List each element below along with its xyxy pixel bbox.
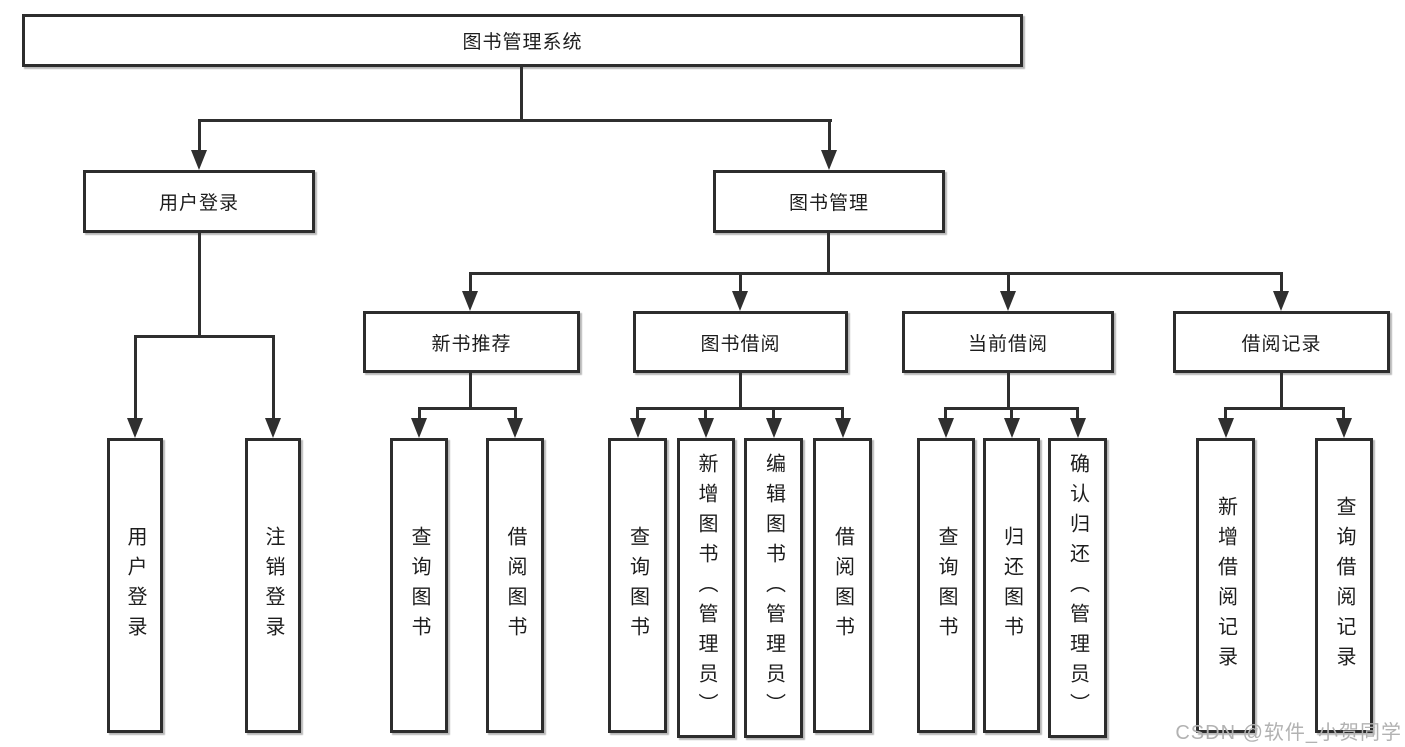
connector-line (1010, 407, 1013, 422)
leaf-recommend-query-book-label: 查询图书 (408, 525, 430, 646)
node-book-borrow: 图书借阅 (633, 311, 848, 373)
connector-line (1342, 407, 1345, 422)
leaf-user-login-label: 用户登录 (124, 525, 146, 646)
arrowhead-down-icon (821, 150, 837, 170)
leaf-confirm-return-admin: 确认归还（管理员） (1048, 438, 1107, 738)
leaf-borrow-book-label: 借阅图书 (831, 525, 854, 646)
connector-line (1224, 407, 1345, 410)
leaf-return-book-label: 归还图书 (1000, 525, 1023, 646)
leaf-current-query-book: 查询图书 (917, 438, 975, 733)
connector-to-user-login (198, 119, 201, 153)
leaf-add-borrow-record: 新增借阅记录 (1196, 438, 1255, 733)
leaf-add-book-admin: 新增图书（管理员） (677, 438, 735, 738)
leaf-query-borrow-record-label: 查询借阅记录 (1333, 495, 1355, 676)
connector-line (134, 335, 137, 423)
arrowhead-down-icon (507, 418, 523, 438)
connector-line (1076, 407, 1079, 422)
arrowhead-down-icon (766, 418, 782, 438)
node-user-login: 用户登录 (83, 170, 315, 233)
leaf-logout-label: 注销登录 (262, 525, 284, 646)
node-borrow-records-label: 借阅记录 (1241, 333, 1322, 355)
connector-root-stem (520, 67, 523, 119)
connector-line (636, 407, 639, 422)
arrowhead-down-icon (1336, 418, 1352, 438)
connector-line (1280, 373, 1283, 407)
connector-line (272, 335, 275, 423)
connector-line (1280, 272, 1283, 296)
leaf-return-book: 归还图书 (983, 438, 1040, 733)
node-book-management: 图书管理 (713, 170, 945, 233)
node-current-borrow-label: 当前借阅 (967, 333, 1048, 355)
node-new-book-recommend: 新书推荐 (363, 311, 580, 373)
arrowhead-down-icon (265, 418, 281, 438)
arrowhead-down-icon (127, 418, 143, 438)
arrowhead-down-icon (1273, 291, 1289, 311)
arrowhead-down-icon (698, 418, 714, 438)
node-user-login-label: 用户登录 (158, 193, 239, 214)
connector-line (469, 272, 472, 296)
connector-line (841, 407, 844, 422)
watermark-text: CSDN @软件_小贺同学 (1175, 722, 1402, 744)
connector-line (1224, 407, 1227, 422)
leaf-current-query-book-label: 查询图书 (935, 525, 957, 646)
connector-line (944, 407, 947, 422)
arrowhead-down-icon (1000, 291, 1016, 311)
connector-line (704, 407, 707, 422)
connector-line (739, 272, 742, 296)
node-new-book-recommend-label: 新书推荐 (431, 333, 512, 355)
connector-user-login-branch (134, 335, 275, 338)
connector-line (636, 407, 844, 410)
arrowhead-down-icon (1070, 418, 1086, 438)
connector-book-management-stem (827, 233, 830, 272)
connector-line (1007, 272, 1010, 296)
leaf-logout: 注销登录 (245, 438, 301, 733)
node-borrow-records: 借阅记录 (1173, 311, 1390, 373)
node-root-label: 图书管理系统 (462, 32, 583, 53)
leaf-recommend-borrow-book: 借阅图书 (486, 438, 544, 733)
leaf-user-login: 用户登录 (107, 438, 163, 733)
connector-user-login-stem (198, 233, 201, 335)
arrowhead-down-icon (191, 150, 207, 170)
leaf-recommend-borrow-book-label: 借阅图书 (504, 525, 526, 646)
connector-level3-branch (469, 272, 1282, 275)
connector-to-book-management (828, 119, 831, 153)
connector-line (418, 407, 421, 422)
node-book-borrow-label: 图书借阅 (700, 333, 781, 355)
leaf-edit-book-admin-label: 编辑图书（管理员） (762, 453, 785, 723)
arrowhead-down-icon (732, 291, 748, 311)
node-current-borrow: 当前借阅 (902, 311, 1114, 373)
connector-line (418, 407, 517, 410)
connector-line (469, 373, 472, 407)
leaf-add-borrow-record-label: 新增借阅记录 (1214, 495, 1237, 676)
arrowhead-down-icon (630, 418, 646, 438)
arrowhead-down-icon (938, 418, 954, 438)
arrowhead-down-icon (1218, 418, 1234, 438)
arrowhead-down-icon (411, 418, 427, 438)
connector-level2-branch (198, 119, 832, 122)
leaf-borrow-query-book: 查询图书 (608, 438, 667, 733)
leaf-borrow-book: 借阅图书 (813, 438, 872, 733)
arrowhead-down-icon (1004, 418, 1020, 438)
connector-line (739, 373, 742, 407)
node-book-management-label: 图书管理 (788, 193, 869, 214)
node-root: 图书管理系统 (22, 14, 1023, 67)
leaf-recommend-query-book: 查询图书 (390, 438, 448, 733)
leaf-query-borrow-record: 查询借阅记录 (1315, 438, 1373, 733)
leaf-borrow-query-book-label: 查询图书 (626, 525, 649, 646)
leaf-add-book-admin-label: 新增图书（管理员） (695, 453, 717, 723)
connector-line (514, 407, 517, 422)
arrowhead-down-icon (462, 291, 478, 311)
connector-line (772, 407, 775, 422)
arrowhead-down-icon (835, 418, 851, 438)
leaf-edit-book-admin: 编辑图书（管理员） (744, 438, 803, 738)
connector-line (1007, 373, 1010, 407)
leaf-confirm-return-admin-label: 确认归还（管理员） (1066, 453, 1089, 723)
